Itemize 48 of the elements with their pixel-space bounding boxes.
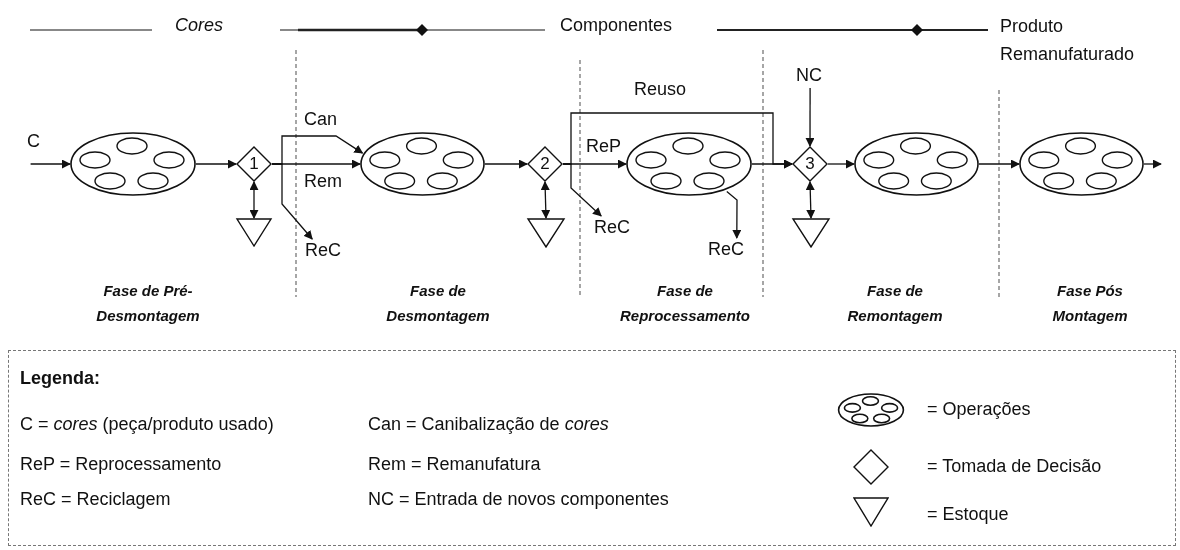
legend-definition: Can = Canibalização de cores <box>368 413 609 435</box>
legend-text: = Estoque <box>927 503 1009 525</box>
flow-label: NC <box>796 64 826 88</box>
operation-ellipse <box>70 132 196 196</box>
arrow <box>726 190 742 239</box>
flow-label: ReC <box>708 238 756 264</box>
stock-triangle <box>527 218 565 248</box>
header-label: Cores <box>175 14 223 36</box>
decision-diamond: 2 <box>527 146 563 182</box>
operation-ellipse <box>854 132 979 196</box>
operation-ellipse <box>360 132 485 196</box>
flow-label: ReC <box>594 216 642 242</box>
arrow <box>562 163 602 217</box>
arrow <box>827 159 855 169</box>
flow-label: C <box>27 130 45 164</box>
operation-ellipse <box>1019 132 1144 196</box>
header-label: Produto Remanufaturado <box>1000 15 1136 66</box>
phase-label: Fase de Pré- Desmontagem <box>95 281 201 326</box>
legend-definition: NC = Entrada de novos componentes <box>368 488 669 510</box>
phase-label: Fase de Remontagem <box>846 281 944 326</box>
arrow <box>29 159 71 169</box>
legend-text: = Tomada de Decisão <box>927 455 1102 477</box>
phase-label: Fase Pós Montagem <box>1051 281 1129 326</box>
legend-definition: ReP = Reprocessamento <box>20 453 222 475</box>
stock-triangle <box>792 218 830 248</box>
arrow <box>540 181 551 219</box>
arrow <box>751 159 793 169</box>
legend-definition: Rem = Remanufatura <box>368 453 541 475</box>
legend-title: Legenda: <box>20 367 100 389</box>
decision-diamond: 1 <box>236 146 272 182</box>
arrow <box>195 159 237 169</box>
legend-definition: ReC = Reciclagem <box>20 488 171 510</box>
phase-label: Fase de Desmontagem <box>385 281 491 326</box>
arrow <box>805 181 816 219</box>
header-label: Componentes <box>560 14 673 36</box>
arrow <box>271 163 313 240</box>
arrow <box>1143 159 1162 169</box>
operation-ellipse <box>626 132 752 196</box>
arrow <box>805 87 815 147</box>
arrow <box>978 159 1020 169</box>
arrow <box>484 159 528 169</box>
legend-definition: C = cores (peça/produto usado) <box>20 413 274 435</box>
stock-triangle <box>236 218 272 247</box>
arrow <box>249 181 259 219</box>
decision-diamond: 3 <box>792 146 828 182</box>
flow-label: ReC <box>305 239 353 265</box>
legend-text: = Operações <box>927 398 1031 420</box>
phase-label: Fase de Reprocessamento <box>618 281 752 326</box>
